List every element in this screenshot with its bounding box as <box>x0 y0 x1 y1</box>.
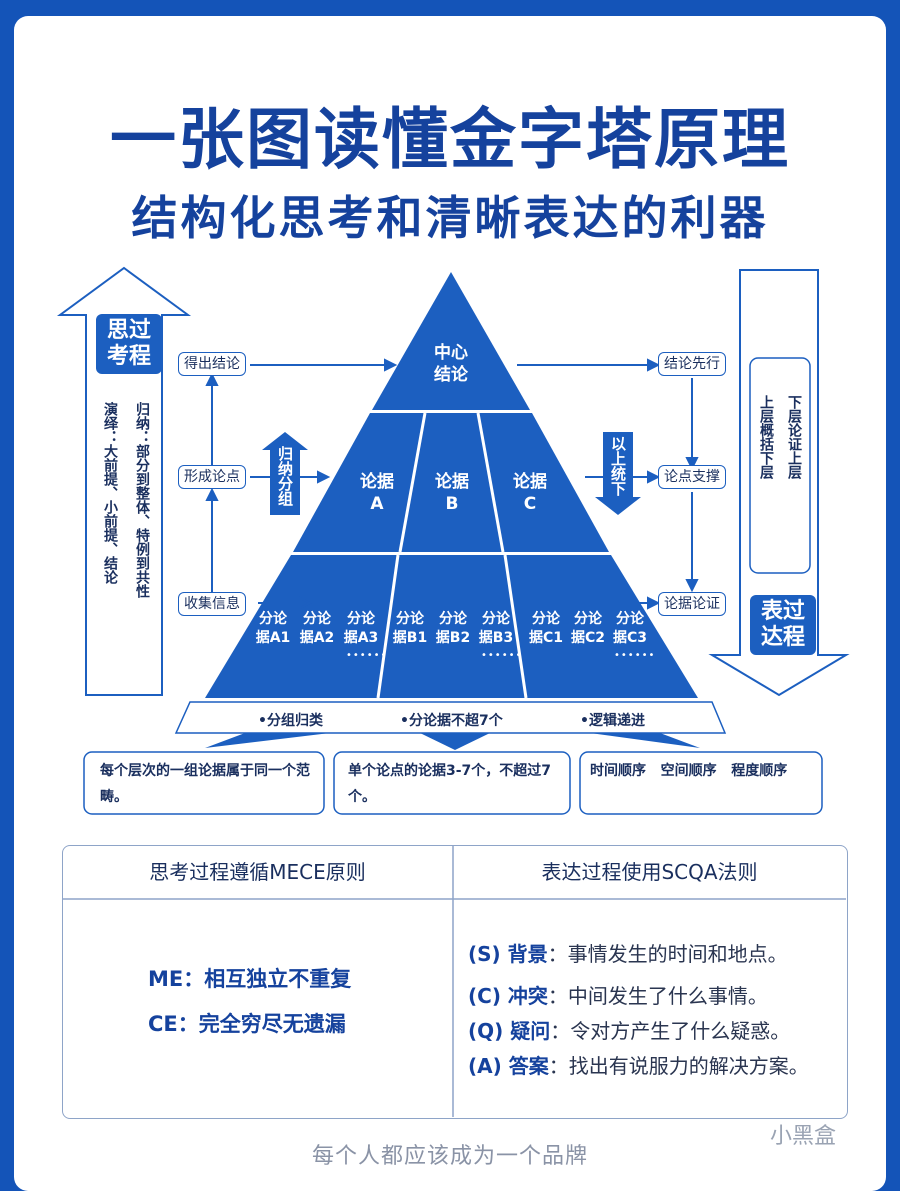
pyramid-mid <box>293 413 609 552</box>
label-draw-conclusion: 得出结论 <box>178 352 246 376</box>
me-principle: ME：相互独立不重复 <box>148 967 352 991</box>
induction-text: 归纳：部分到整体、特例到共性 <box>134 402 150 598</box>
label-conclusion-first: 结论先行 <box>658 352 726 376</box>
pyramid-band <box>174 701 727 734</box>
scqa-q: (Q) 疑问：令对方产生了什么疑惑。 <box>468 1019 791 1043</box>
sub-c1: 分论 据C1 <box>528 611 563 646</box>
band-limit: •分论据不超7个 <box>400 713 503 729</box>
label-collect-info: 收集信息 <box>178 592 246 616</box>
ce-principle: CE：完全穷尽无遗漏 <box>148 1012 346 1036</box>
top-down-text: 以上统下 <box>609 436 627 496</box>
label-argument-support: 论点支撑 <box>658 465 726 489</box>
note-1: 每个层次的一组论据属于同一个范畴。 <box>100 763 310 805</box>
argument-c: 论据 C <box>513 472 547 514</box>
deduction-arrow <box>595 432 641 515</box>
right-col-b: 上层概括下层 <box>758 395 774 479</box>
induction-arrow <box>262 432 308 515</box>
pyramid-bottom <box>205 555 698 698</box>
sub-c3: 分论 据C3 <box>612 611 647 646</box>
note-box-1 <box>83 751 325 815</box>
sub-b3: 分论 据B3 <box>478 611 514 646</box>
label-form-argument: 形成论点 <box>178 465 246 489</box>
sub-b1: 分论 据B1 <box>392 611 428 646</box>
scqa-a: (A) 答案：找出有说服力的解决方案。 <box>468 1054 809 1078</box>
argument-a: 论据 A <box>360 472 394 514</box>
scqa-header: 表达过程使用SCQA法则 <box>541 860 758 884</box>
band-group: •分组归类 <box>258 713 323 729</box>
induction-group-text: 归纳分组 <box>276 446 294 506</box>
title-line2: 结构化思考和清晰表达的利器 <box>131 191 769 245</box>
watermark: 小黑盒 <box>770 1124 837 1149</box>
dots-a: •••••• <box>346 650 388 661</box>
note-box-3 <box>579 751 823 815</box>
title-line1: 一张图读懂金字塔原理 <box>110 101 790 178</box>
deduction-text: 演绎：大前提、小前提、结论 <box>102 402 118 584</box>
band-logic: •逻辑递进 <box>580 713 645 729</box>
thinking-arrow <box>56 266 192 696</box>
mece-header: 思考过程遵循MECE原则 <box>149 860 366 884</box>
footer-slogan: 每个人都应该成为一个品牌 <box>311 1144 588 1169</box>
thinking-badge: 思过 考程 <box>96 314 162 374</box>
expression-inner-box <box>749 357 811 574</box>
note-box-2 <box>333 751 571 815</box>
sub-a3: 分论 据A3 <box>343 611 379 646</box>
argument-b: 论据 B <box>435 472 469 514</box>
sub-a1: 分论 据A1 <box>255 611 291 646</box>
dots-b: •••••• <box>481 650 523 661</box>
scqa-c: (C) 冲突：中间发生了什么事情。 <box>468 984 768 1008</box>
right-col-a: 下层论证上层 <box>786 395 802 479</box>
sub-b2: 分论 据B2 <box>435 611 471 646</box>
center-conclusion: 中心 结论 <box>434 343 468 385</box>
note-2: 单个论点的论据3-7个，不超过7个。 <box>348 763 552 805</box>
note-3: 时间顺序 空间顺序 程度顺序 <box>590 763 788 779</box>
sub-a2: 分论 据A2 <box>299 611 335 646</box>
pyramid-top <box>372 272 530 410</box>
expression-badge: 表过 达程 <box>750 595 816 655</box>
sub-c2: 分论 据C2 <box>570 611 605 646</box>
scqa-s: (S) 背景：事情发生的时间和地点。 <box>468 942 788 966</box>
principles-table <box>62 845 848 1119</box>
label-evidence-prove: 论据论证 <box>658 592 726 616</box>
dots-c: •••••• <box>614 650 656 661</box>
